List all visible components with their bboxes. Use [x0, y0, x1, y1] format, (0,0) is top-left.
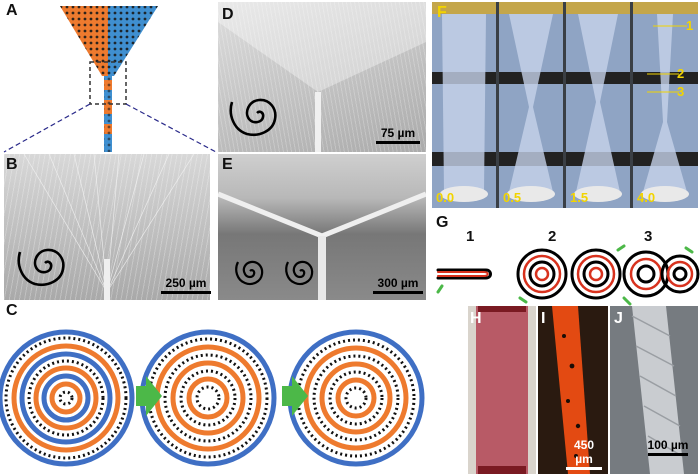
scalebar-i-label: 450 µm — [573, 438, 595, 466]
scalebar-e-label: 300 µm — [377, 276, 419, 290]
panel-label-b: B — [6, 156, 18, 173]
g-step-2: 2 — [548, 228, 557, 245]
panel-d-spiral-icon — [229, 98, 277, 137]
fiber-corner — [218, 2, 426, 152]
panel-a-triangle-diagram — [60, 6, 158, 152]
scalebar-e: 300 µm — [370, 276, 426, 294]
scalebar-d: 75 µm — [374, 126, 422, 144]
panel-b-spiral-icon — [17, 248, 65, 287]
zoom-guide-lines — [3, 103, 217, 153]
panel-e-double-spiral-icon — [235, 260, 314, 286]
panel-f-frames — [432, 2, 698, 208]
panel-label-g: G — [436, 214, 449, 231]
panel-label-e: E — [222, 156, 233, 173]
panel-d-sem-image — [218, 2, 426, 152]
panel-j-sem-image — [610, 306, 698, 474]
g-step-1: 1 — [466, 228, 475, 245]
panel-label-h: H — [470, 310, 482, 327]
scalebar-d-label: 75 µm — [380, 126, 416, 140]
g-step-3: 3 — [644, 228, 653, 245]
panel-g-rolling-diagram — [436, 244, 700, 306]
marker-label-3: 3 — [677, 84, 685, 99]
time-label-2: 1.5 — [570, 190, 589, 205]
marker-label-1: 1 — [686, 18, 694, 33]
panel-label-i: I — [541, 310, 546, 327]
panel-h-photo — [468, 306, 536, 474]
panel-label-d: D — [222, 6, 234, 23]
panel-i-photo — [538, 306, 608, 474]
time-label-3: 4.0 — [637, 190, 656, 205]
scalebar-j: 100 µm — [640, 438, 696, 456]
panel-label-c: C — [6, 302, 18, 319]
panel-label-f: F — [437, 4, 447, 21]
time-label-1: 0.5 — [503, 190, 522, 205]
marker-label-2: 2 — [677, 66, 685, 81]
scalebar-i: 450 µm — [564, 438, 604, 470]
arrow-right-icon-2 — [282, 376, 308, 416]
panel-label-a: A — [6, 2, 18, 19]
scalebar-b-label: 250 µm — [165, 276, 207, 290]
arrow-right-icon — [136, 376, 162, 416]
panel-c-spiral-sequence — [0, 329, 425, 467]
twisted-yarn-orange — [552, 306, 590, 474]
panel-b-sem-image — [4, 154, 210, 300]
scalebar-j-label: 100 µm — [647, 438, 689, 452]
fiber-bundle — [23, 154, 195, 300]
fiber-two-sheets — [218, 191, 426, 300]
twisted-yarn-sem — [631, 306, 684, 474]
panel-label-j: J — [614, 310, 623, 327]
time-label-0: 0.0 — [436, 190, 455, 205]
scalebar-b: 250 µm — [160, 276, 212, 294]
